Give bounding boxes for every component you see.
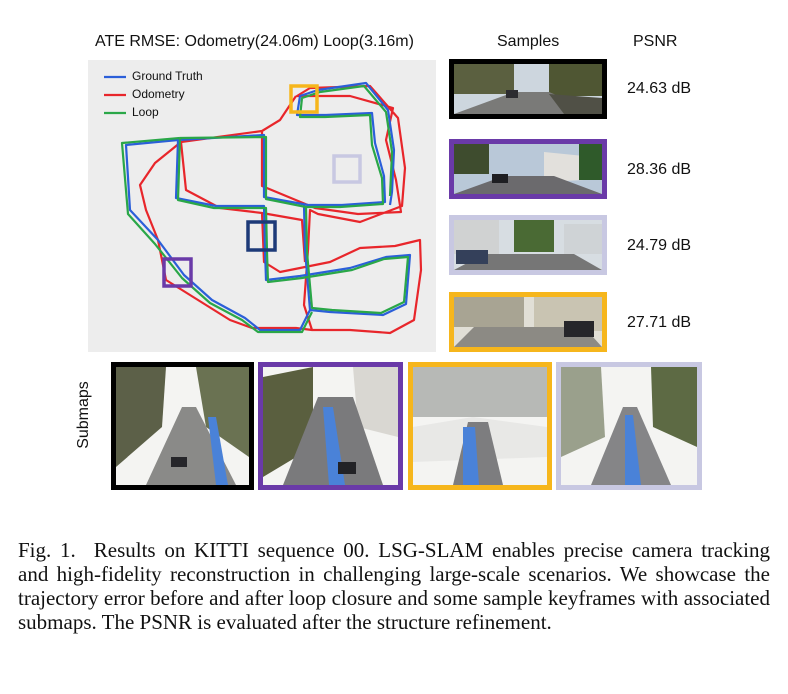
marker-box-orange	[289, 84, 319, 114]
psnr-header: PSNR	[633, 33, 678, 50]
odometry-trajectory	[138, 84, 423, 335]
submap-3	[408, 362, 552, 490]
loop-trajectory	[120, 84, 410, 334]
caption-text: Results on KITTI sequence 00. LSG-SLAM e…	[18, 538, 770, 634]
samples-header: Samples	[497, 33, 560, 50]
sample-psnr-2: 28.36 dB	[627, 161, 692, 178]
submap-1	[111, 362, 254, 490]
figure-caption: Fig. 1.Results on KITTI sequence 00. LSG…	[18, 538, 770, 634]
submap-2	[258, 362, 403, 490]
submap-4	[556, 362, 702, 490]
sample-psnr-1: 24.63 dB	[627, 80, 692, 97]
legend-label-odometry: Odometry	[132, 87, 185, 101]
caption-label: Fig. 1.	[18, 538, 76, 562]
ate-rmse-header: ATE RMSE: Odometry(24.06m) Loop(3.16m)	[95, 33, 414, 50]
sample-psnr-4: 27.71 dB	[627, 314, 692, 331]
sample-keyframe-1	[449, 59, 607, 119]
marker-box-purple	[162, 257, 193, 288]
legend-label-loop: Loop	[132, 105, 159, 119]
sample-keyframe-2	[449, 139, 607, 199]
sample-keyframe-4	[449, 292, 607, 352]
ground-truth-trajectory	[124, 81, 412, 332]
marker-box-lavender	[332, 154, 362, 184]
sample-keyframe-3	[449, 215, 607, 275]
submaps-label: Submaps	[75, 381, 92, 449]
marker-box-navy	[246, 220, 277, 252]
sample-psnr-3: 24.79 dB	[627, 237, 692, 254]
legend-label-ground-truth: Ground Truth	[132, 69, 203, 83]
